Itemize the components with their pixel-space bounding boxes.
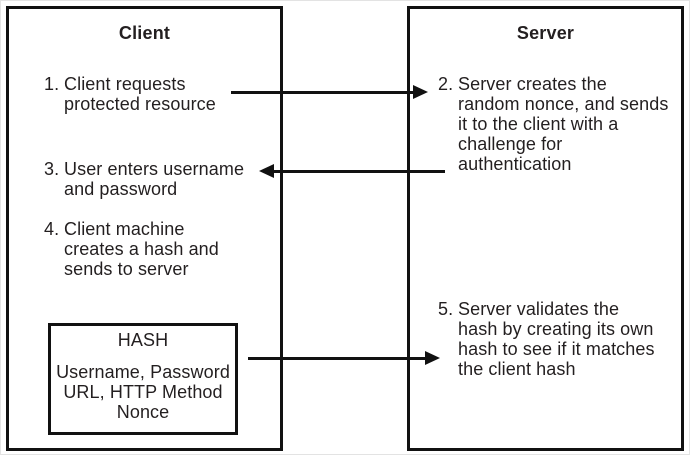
step-1-text: Client requests protected resource xyxy=(64,74,216,114)
client-title: Client xyxy=(118,23,171,43)
step-4-line-3: sends to server xyxy=(64,259,189,279)
step-2-line-5: authentication xyxy=(458,154,572,174)
arrow-step2-to-step3-line xyxy=(274,170,445,173)
arrow-step1-to-step2-head-icon xyxy=(413,85,428,99)
step-3-user-enters-credentials: 3. User enters username and password xyxy=(44,159,244,199)
step-3-text: User enters username and password xyxy=(64,159,244,199)
step-5-line-1: Server validates the xyxy=(458,299,620,319)
step-2-server-creates-nonce: 2. Server creates the random nonce, and … xyxy=(438,74,668,174)
step-2-line-1: Server creates the xyxy=(458,74,607,94)
step-3-number: 3. xyxy=(44,159,60,179)
step-5-text: Server validates the hash by creating it… xyxy=(458,299,655,379)
step-4-number: 4. xyxy=(44,219,60,239)
server-title: Server xyxy=(516,23,575,43)
arrow-step2-to-step3-head-icon xyxy=(259,164,274,178)
hash-box: HASH Username, Password URL, HTTP Method… xyxy=(48,323,238,435)
step-5-line-3: hash to see if it matches xyxy=(458,339,655,359)
step-4-client-creates-hash: 4. Client machine creates a hash and sen… xyxy=(44,219,219,279)
step-5-line-4: the client hash xyxy=(458,359,576,379)
step-2-line-4: challenge for xyxy=(458,134,563,154)
step-4-text: Client machine creates a hash and sends … xyxy=(64,219,219,279)
step-1-client-requests: 1. Client requests protected resource xyxy=(44,74,216,114)
server-box: Server xyxy=(407,6,684,451)
step-1-number: 1. xyxy=(44,74,60,94)
step-2-number: 2. xyxy=(438,74,454,94)
step-2-text: Server creates the random nonce, and sen… xyxy=(458,74,668,174)
arrow-hashbox-to-step5-head-icon xyxy=(425,351,440,365)
arrow-step1-to-step2-line xyxy=(231,91,413,94)
step-1-line-1: Client requests xyxy=(64,74,186,94)
arrow-hashbox-to-step5-line xyxy=(248,357,425,360)
hash-box-title: HASH xyxy=(117,330,169,350)
hash-box-line-2: URL, HTTP Method xyxy=(63,382,223,402)
step-5-line-2: hash by creating its own xyxy=(458,319,654,339)
step-5-number: 5. xyxy=(438,299,454,319)
step-3-line-2: and password xyxy=(64,179,178,199)
step-4-line-1: Client machine xyxy=(64,219,185,239)
step-2-line-3: it to the client with a xyxy=(458,114,619,134)
step-1-line-2: protected resource xyxy=(64,94,216,114)
step-4-line-2: creates a hash and xyxy=(64,239,219,259)
hash-box-line-3: Nonce xyxy=(116,402,170,422)
hash-box-contents: Username, Password URL, HTTP Method Nonc… xyxy=(51,362,235,422)
step-3-line-1: User enters username xyxy=(64,159,245,179)
step-2-line-2: random nonce, and sends xyxy=(458,94,669,114)
hash-box-line-1: Username, Password xyxy=(56,362,230,382)
step-5-server-validates-hash: 5. Server validates the hash by creating… xyxy=(438,299,655,379)
